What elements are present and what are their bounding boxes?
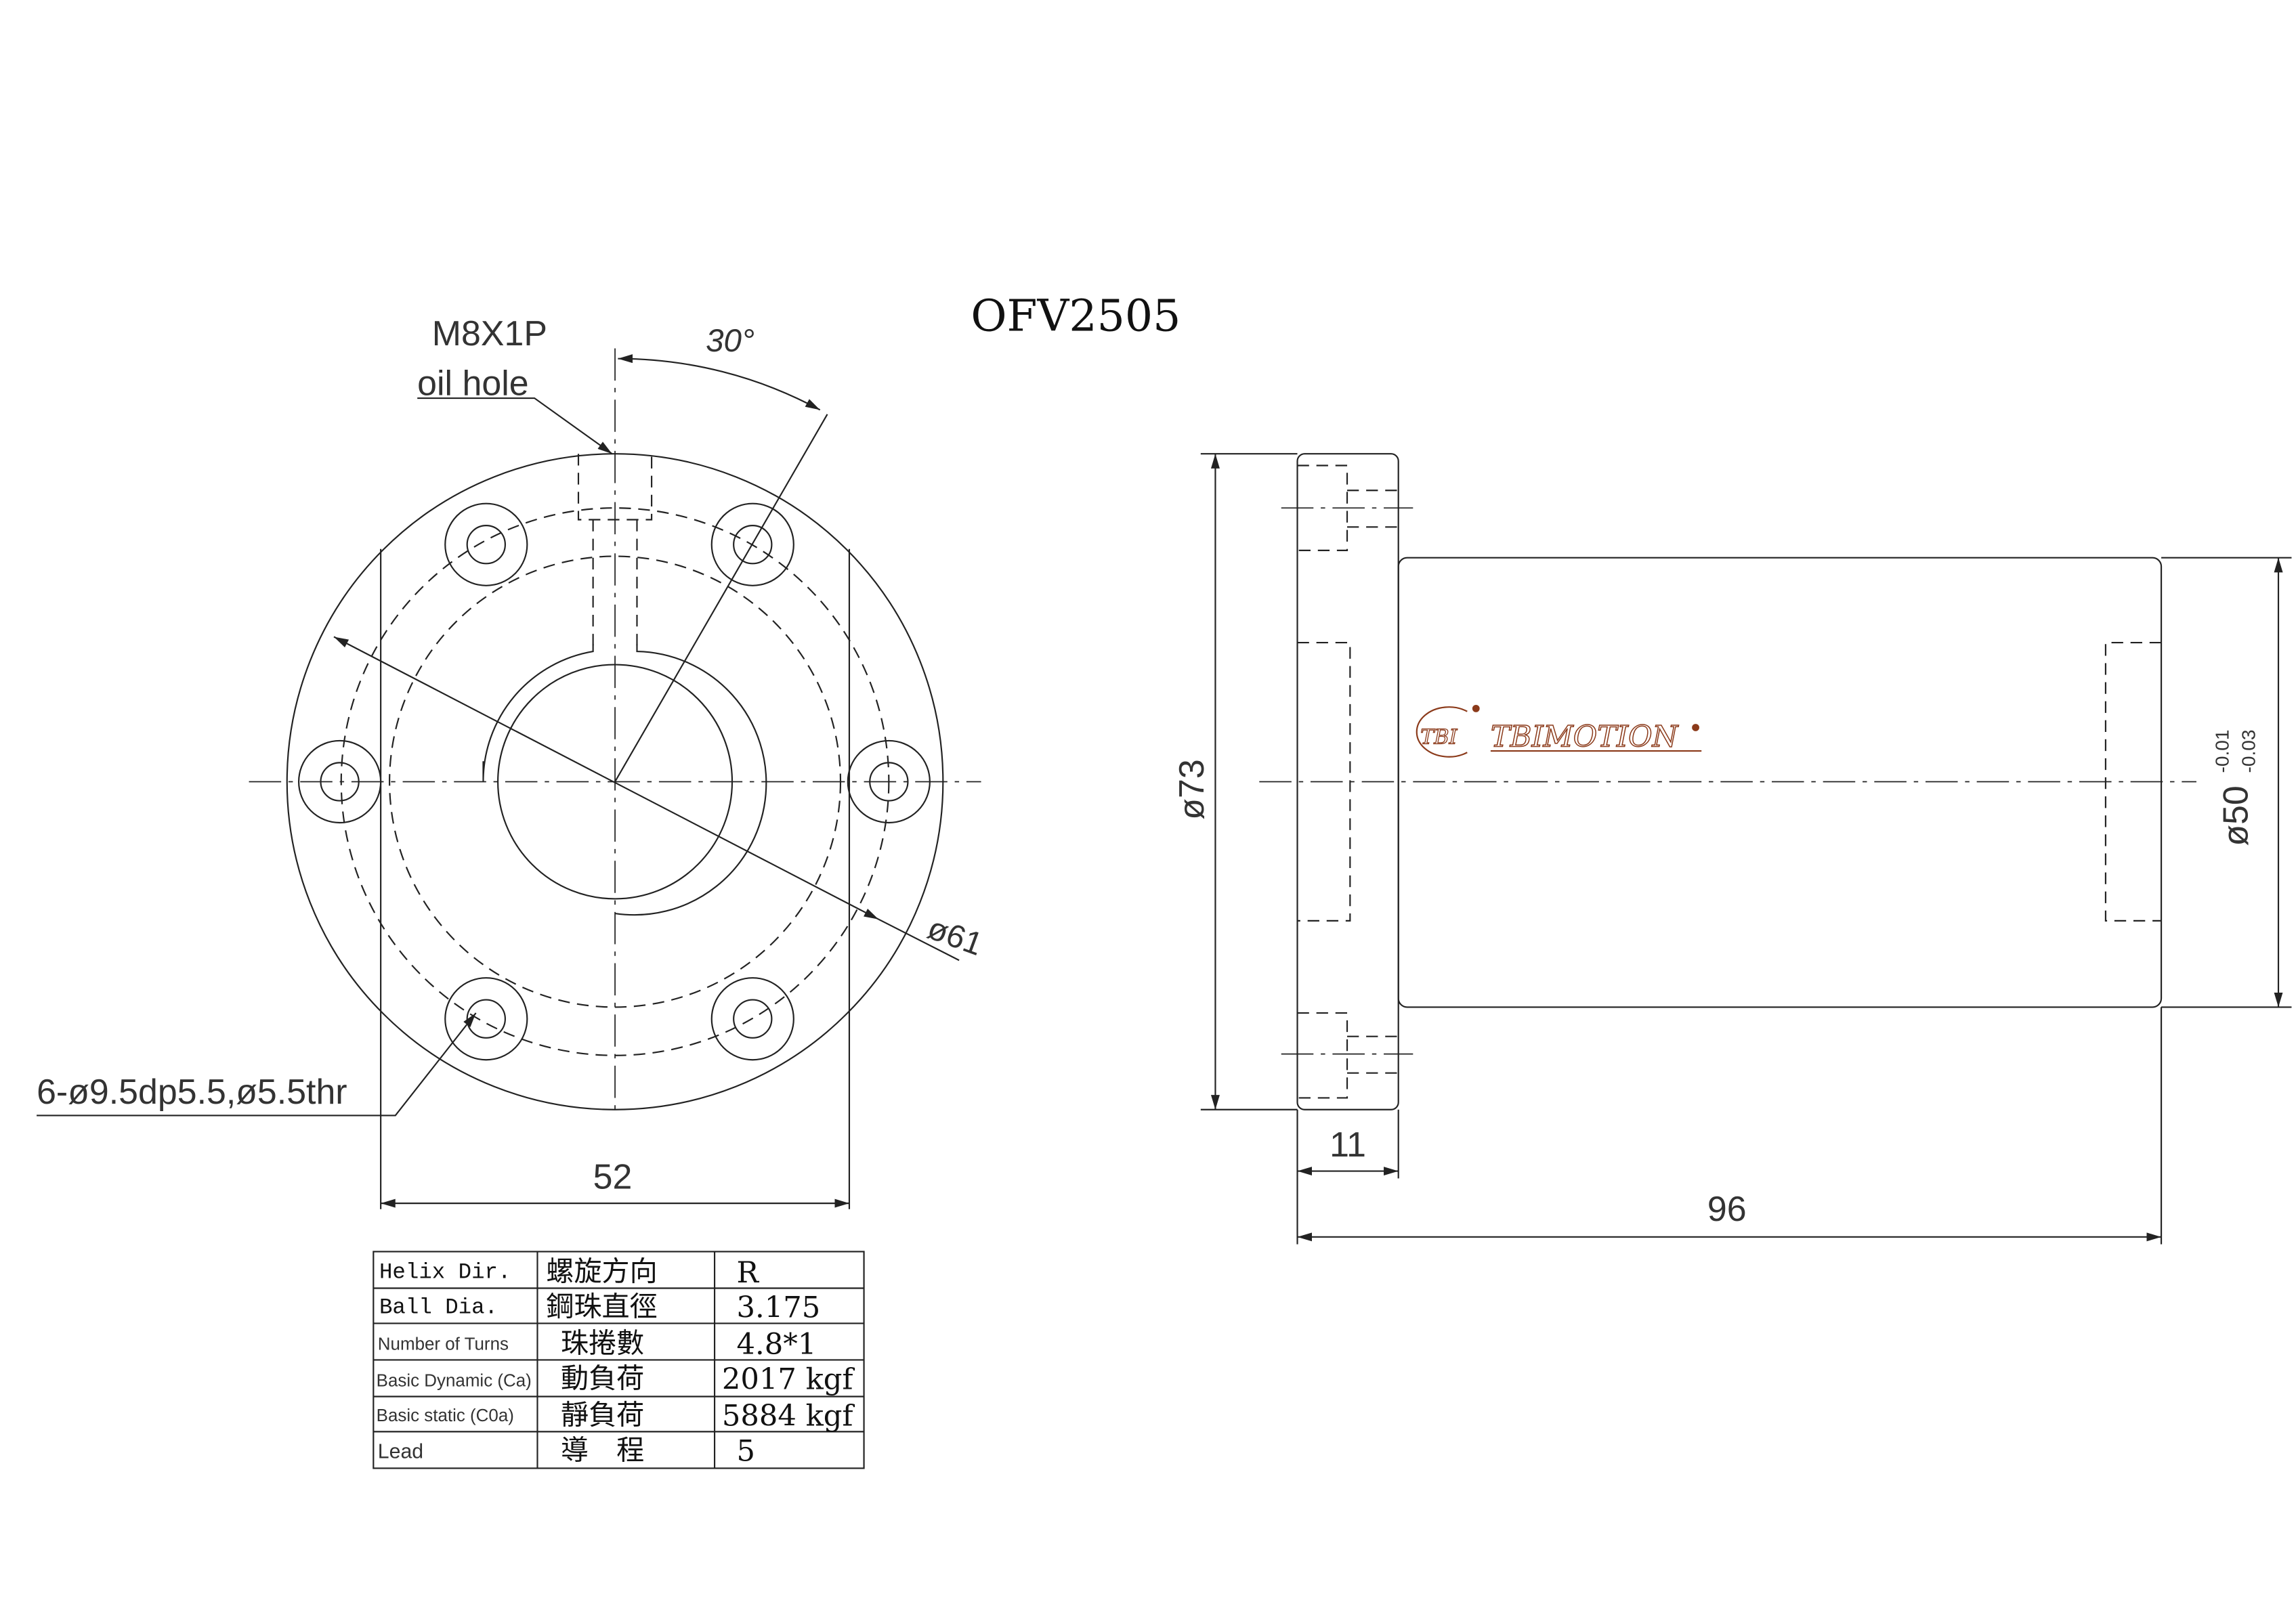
flange-dia-label: ø73 bbox=[1172, 759, 1211, 819]
svg-text:動負荷: 動負荷 bbox=[561, 1362, 644, 1395]
svg-text:5884 kgf: 5884 kgf bbox=[722, 1400, 855, 1433]
flat-width-label: 52 bbox=[593, 1156, 633, 1196]
table-row: Lead 導 程 5 bbox=[378, 1433, 755, 1468]
angle-label: 30° bbox=[706, 323, 754, 359]
flange-thickness-label: 11 bbox=[1330, 1125, 1366, 1164]
table-row: Helix Dir. 螺旋方向 R bbox=[379, 1255, 760, 1290]
table-row: Basic Dynamic (Ca) 動負荷 2017 kgf bbox=[377, 1362, 855, 1397]
table-row: Number of Turns 珠捲數 4.8*1 bbox=[378, 1327, 817, 1362]
side-view: ø73 ø50 -0.01 -0.03 11 96 bbox=[1172, 453, 2292, 1245]
spec-table: Helix Dir. 螺旋方向 R Ball Dia. 鋼珠直徑 3.175 N… bbox=[373, 1251, 865, 1469]
table-row: Ball Dia. 鋼珠直徑 3.175 bbox=[379, 1291, 820, 1325]
svg-text:Basic static (C0a): Basic static (C0a) bbox=[377, 1406, 514, 1425]
tol-upper: -0.01 bbox=[2212, 729, 2233, 773]
tol-lower: -0.03 bbox=[2238, 729, 2259, 773]
oil-hole-label: oil hole bbox=[417, 364, 528, 403]
svg-text:Lead: Lead bbox=[378, 1440, 423, 1463]
drawing-title: OFV2505 bbox=[971, 291, 1181, 342]
table-row: Basic static (C0a) 靜負荷 5884 kgf bbox=[377, 1399, 855, 1433]
svg-text:Ball Dia.: Ball Dia. bbox=[379, 1295, 498, 1320]
svg-text:3.175: 3.175 bbox=[736, 1291, 820, 1325]
svg-text:R: R bbox=[736, 1256, 759, 1290]
svg-text:Basic Dynamic (Ca): Basic Dynamic (Ca) bbox=[377, 1371, 532, 1390]
oil-hole-thread: M8X1P bbox=[432, 313, 547, 353]
holes-label: 6-ø9.5dp5.5,ø5.5thr bbox=[37, 1072, 347, 1111]
svg-text:螺旋方向: 螺旋方向 bbox=[546, 1255, 657, 1288]
svg-text:珠捲數: 珠捲數 bbox=[561, 1327, 644, 1360]
length-label: 96 bbox=[1707, 1189, 1747, 1228]
svg-text:Number of Turns: Number of Turns bbox=[378, 1335, 509, 1354]
svg-text:靜負荷: 靜負荷 bbox=[561, 1399, 644, 1431]
front-view: M8X1P oil hole 30° ø61 6-ø9.5dp5.5,ø5.5t… bbox=[37, 313, 987, 1209]
pcd-label: ø61 bbox=[923, 910, 987, 963]
svg-text:Helix Dir.: Helix Dir. bbox=[379, 1259, 511, 1284]
body-dia-label: ø50 bbox=[2216, 785, 2255, 846]
tbi-logo: TBI TBIMOTION bbox=[1416, 704, 1702, 758]
logo-text: TBIMOTION bbox=[1491, 720, 1680, 754]
svg-text:鋼珠直徑: 鋼珠直徑 bbox=[546, 1291, 657, 1323]
svg-text:2017 kgf: 2017 kgf bbox=[722, 1363, 855, 1397]
svg-text:導 程: 導 程 bbox=[561, 1433, 644, 1466]
svg-text:5: 5 bbox=[736, 1435, 755, 1469]
svg-text:TBI: TBI bbox=[1420, 725, 1458, 749]
svg-text:4.8*1: 4.8*1 bbox=[736, 1328, 816, 1362]
